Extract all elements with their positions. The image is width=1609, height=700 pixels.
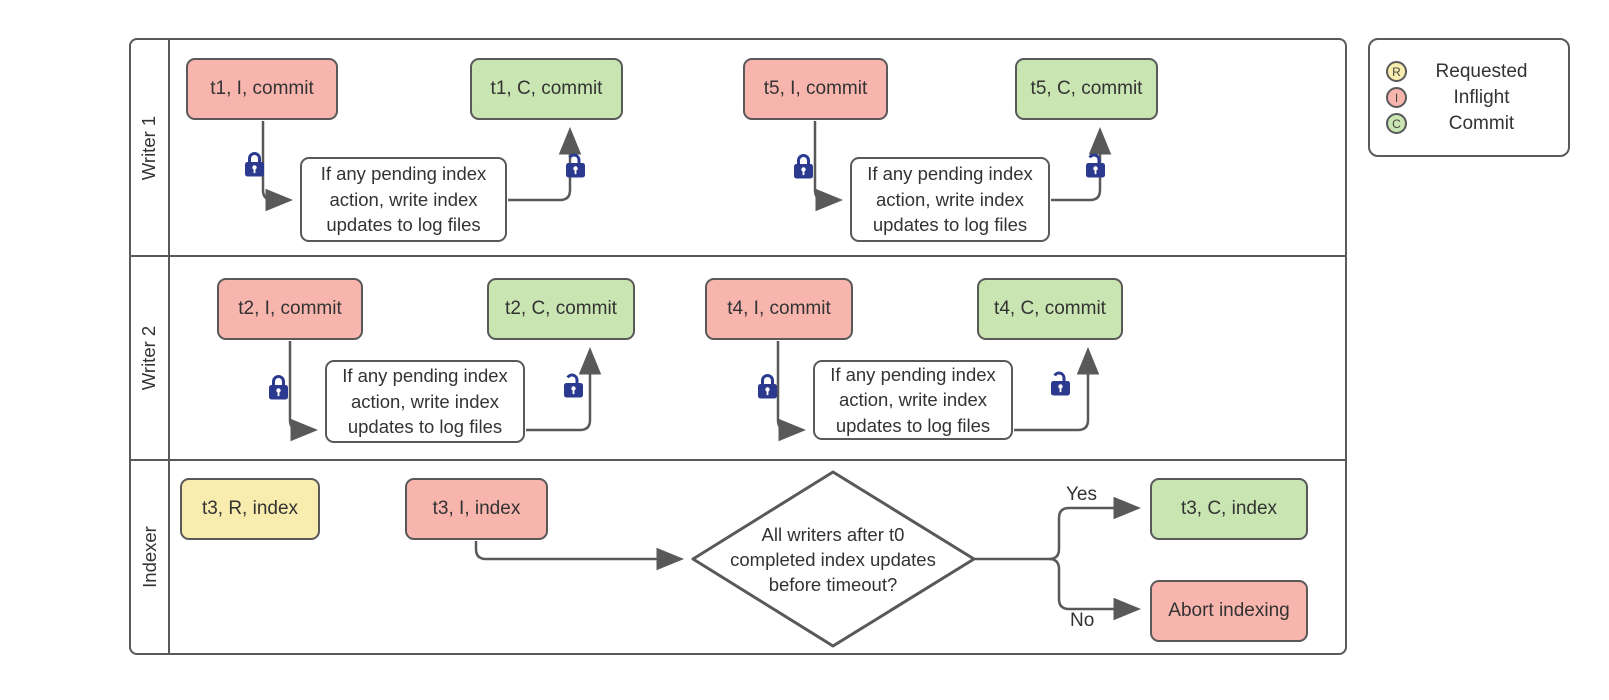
- node-t2-inflight-label: t2, I, commit: [238, 298, 342, 319]
- legend: R Requested I Inflight C Commit: [1368, 38, 1570, 157]
- node-t2-inflight: t2, I, commit: [217, 278, 363, 340]
- open-lock-icon: [566, 153, 585, 178]
- closed-lock-icon: [758, 374, 777, 399]
- node-t5-inflight: t5, I, commit: [743, 58, 888, 120]
- process-note-writer1-b: If any pending index action, write index…: [850, 157, 1050, 242]
- node-t3-commit: t3, C, index: [1150, 478, 1308, 540]
- closed-lock-icon: [794, 154, 813, 179]
- node-t3-inflight: t3, I, index: [405, 478, 548, 540]
- closed-lock-icon: [245, 152, 264, 177]
- process-note-writer2-b-text: If any pending index action, write index…: [830, 363, 996, 436]
- lane-label-writer-2-text: Writer 2: [138, 325, 160, 391]
- decision-diamond-text: All writers after t0 completed index upd…: [730, 524, 936, 595]
- node-t3-requested-label: t3, R, index: [201, 498, 299, 519]
- node-t1-inflight: t1, I, commit: [186, 58, 338, 120]
- process-note-writer2-a: If any pending index action, write index…: [325, 360, 525, 443]
- lane-label-indexer: Indexer: [131, 461, 168, 653]
- node-t2-commit-label: t2, C, commit: [505, 298, 617, 319]
- process-note-writer2-a-text: If any pending index action, write index…: [342, 365, 508, 438]
- node-abort-indexing-label: Abort indexing: [1168, 600, 1290, 621]
- node-t4-inflight: t4, I, commit: [705, 278, 853, 340]
- lane-label-strip-divider: [168, 38, 170, 655]
- node-t3-commit-label: t3, C, index: [1180, 498, 1278, 519]
- node-t5-commit: t5, C, commit: [1015, 58, 1158, 120]
- commit-badge-icon: C: [1386, 113, 1407, 134]
- node-t3-inflight-label: t3, I, index: [432, 498, 521, 519]
- no-branch-label: No: [1070, 610, 1095, 631]
- legend-label-requested: Requested: [1435, 60, 1528, 82]
- yes-branch-label: Yes: [1066, 484, 1097, 505]
- lane-divider-writer1-writer2: [129, 255, 1347, 257]
- legend-item-requested: R Requested: [1386, 61, 1556, 83]
- lane-label-writer-2: Writer 2: [131, 257, 168, 459]
- legend-label-commit: Commit: [1448, 112, 1515, 134]
- legend-item-inflight: I Inflight: [1386, 87, 1556, 109]
- requested-badge-icon: R: [1386, 61, 1407, 82]
- node-t1-inflight-label: t1, I, commit: [210, 78, 314, 99]
- lane-label-writer-1-text: Writer 1: [138, 115, 160, 180]
- lane-label-writer-1: Writer 1: [131, 40, 168, 255]
- node-t4-inflight-label: t4, I, commit: [727, 298, 831, 319]
- node-abort-indexing: Abort indexing: [1150, 580, 1308, 642]
- legend-item-commit: C Commit: [1386, 113, 1556, 135]
- process-note-writer2-b: If any pending index action, write index…: [813, 360, 1013, 440]
- process-note-writer1-a-text: If any pending index action, write index…: [320, 163, 487, 236]
- process-note-writer1-a: If any pending index action, write index…: [300, 157, 507, 242]
- open-lock-icon: [1051, 371, 1070, 396]
- lane-divider-writer2-indexer: [129, 459, 1347, 461]
- node-t5-commit-label: t5, C, commit: [1030, 78, 1143, 99]
- closed-lock-icon: [269, 375, 288, 400]
- node-t1-commit-label: t1, C, commit: [490, 78, 603, 99]
- node-t4-commit: t4, C, commit: [977, 278, 1123, 340]
- node-t5-inflight-label: t5, I, commit: [763, 78, 868, 99]
- node-t1-commit: t1, C, commit: [470, 58, 623, 120]
- node-t4-commit-label: t4, C, commit: [994, 298, 1106, 319]
- node-t2-commit: t2, C, commit: [487, 278, 635, 340]
- open-lock-icon: [564, 373, 583, 398]
- process-note-writer1-b-text: If any pending index action, write index…: [867, 163, 1033, 236]
- open-lock-icon: [1086, 153, 1105, 178]
- inflight-badge-icon: I: [1386, 87, 1407, 108]
- node-t3-requested: t3, R, index: [180, 478, 320, 540]
- legend-label-inflight: Inflight: [1453, 86, 1510, 108]
- lane-label-indexer-text: Indexer: [138, 526, 160, 588]
